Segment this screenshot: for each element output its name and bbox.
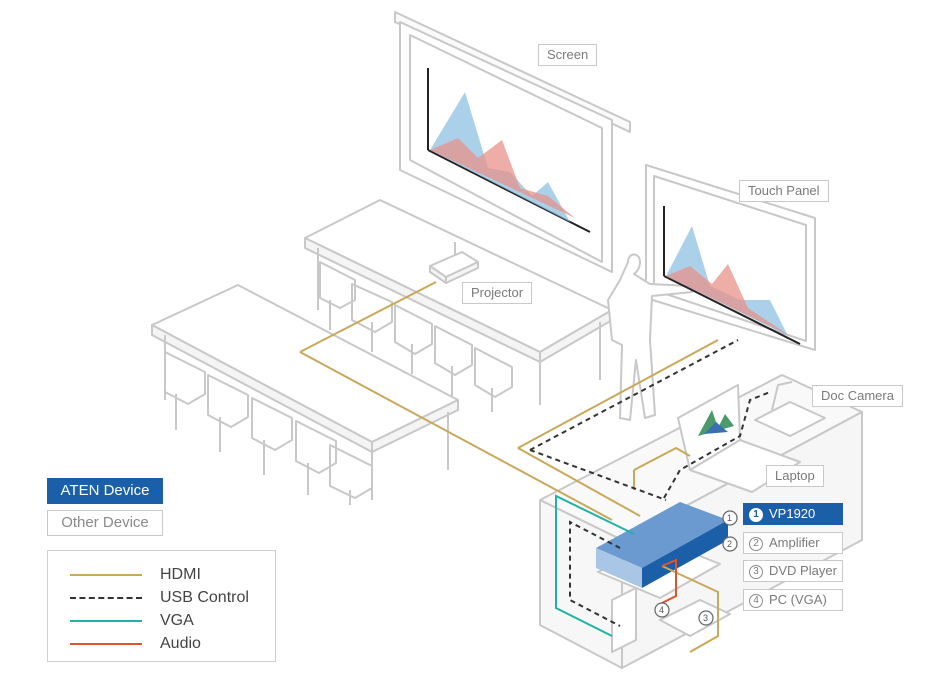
svg-text:1: 1 — [727, 513, 732, 523]
hdmi-line — [661, 565, 719, 653]
aten-device-key: ATEN Device — [47, 478, 163, 504]
svg-text:3: 3 — [703, 613, 708, 623]
svg-text:4: 4 — [659, 605, 664, 615]
legend-item-usb: USB Control — [48, 588, 275, 608]
legend-item-audio: Audio — [48, 634, 275, 654]
hdmi-line — [517, 339, 719, 449]
device-label: PC (VGA) — [769, 592, 827, 607]
back-chairs — [319, 261, 513, 412]
legend-item-vga: VGA — [48, 611, 275, 631]
dvd-player-graphic — [659, 599, 731, 637]
screen-label: Screen — [538, 44, 598, 66]
vga-swatch — [70, 620, 142, 622]
hdmi-line — [633, 446, 691, 471]
pc-graphic — [611, 587, 637, 653]
presenter-figure — [607, 253, 693, 421]
device-dvd-player: 3 DVD Player — [743, 560, 843, 582]
touch-panel-label: Touch Panel — [739, 180, 829, 202]
screen-chart — [427, 68, 591, 233]
device-label: Amplifier — [769, 535, 820, 550]
front-table — [151, 284, 459, 500]
legend-label: USB Control — [160, 589, 249, 606]
hdmi-line — [299, 351, 613, 521]
projector-label: Projector — [462, 282, 533, 304]
usb-line — [569, 520, 621, 627]
device-amplifier: 2 Amplifier — [743, 532, 843, 554]
device-number: 2 — [749, 537, 763, 551]
device-number: 1 — [749, 508, 763, 522]
usb-swatch — [70, 597, 142, 599]
legend: HDMI USB Control VGA Audio — [47, 550, 276, 662]
vp1920-graphic — [596, 502, 728, 588]
other-device-key: Other Device — [47, 510, 163, 536]
device-number: 3 — [749, 565, 763, 579]
device-vp1920: 1 VP1920 — [743, 503, 843, 525]
doc-camera-graphic — [754, 381, 826, 437]
hdmi-swatch — [70, 574, 142, 576]
audio-line — [659, 558, 677, 605]
device-label: DVD Player — [769, 563, 837, 578]
front-chairs — [164, 351, 373, 505]
touch-panel-chart — [663, 206, 801, 345]
device-pc-vga: 4 PC (VGA) — [743, 589, 843, 611]
connection-number-markers: 1 2 3 4 — [654, 510, 738, 626]
usb-line — [529, 339, 739, 451]
legend-item-hdmi: HDMI — [48, 565, 275, 585]
projector-graphic — [429, 242, 479, 284]
device-number: 4 — [749, 594, 763, 608]
legend-label: VGA — [160, 612, 194, 629]
vga-line — [555, 494, 635, 637]
usb-line — [663, 391, 771, 499]
svg-text:2: 2 — [727, 539, 732, 549]
audio-swatch — [70, 643, 142, 645]
laptop-label: Laptop — [766, 465, 824, 487]
legend-label: Audio — [160, 635, 201, 652]
doc-camera-label: Doc Camera — [812, 385, 903, 407]
hdmi-line — [299, 281, 437, 353]
laptop-chart — [698, 410, 734, 436]
legend-label: HDMI — [160, 566, 201, 583]
usb-line — [529, 449, 667, 501]
hdmi-line — [517, 447, 641, 517]
device-label: VP1920 — [769, 506, 816, 521]
